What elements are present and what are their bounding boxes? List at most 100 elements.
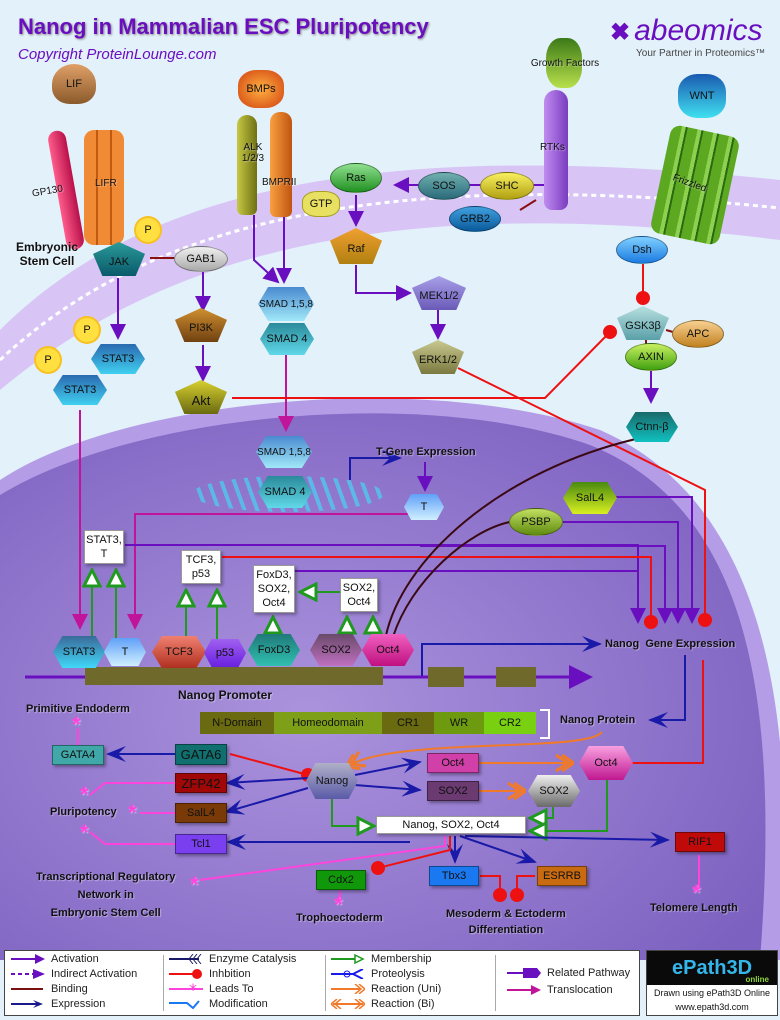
leads-to-icon: * <box>72 712 81 737</box>
receptor-rtks[interactable] <box>544 90 568 210</box>
target-sall4[interactable]: SalL4 <box>175 803 227 823</box>
node-sos[interactable]: SOS <box>418 172 470 200</box>
node-grb2[interactable]: GRB2 <box>449 206 501 232</box>
copyright-text: Copyright ProteinLounge.com <box>18 46 217 63</box>
inhibition-dot-icon <box>169 969 202 979</box>
legend-reaction-uni: Reaction (Uni) <box>331 983 441 995</box>
modification-line-icon <box>169 1000 200 1009</box>
node-gab1[interactable]: GAB1 <box>174 246 228 272</box>
promoter-factor-p53[interactable]: p53 <box>204 639 246 667</box>
node-t-nuclear[interactable]: T <box>404 494 444 520</box>
target-rif1[interactable]: RIF1 <box>675 832 725 852</box>
nanog-promoter-label: Nanog Promoter <box>178 688 273 702</box>
node-gtp[interactable]: GTP <box>302 191 340 217</box>
ligand-bmps[interactable]: BMPs <box>238 70 284 108</box>
domain-wr[interactable]: WR <box>434 712 484 734</box>
legend-binding: Binding <box>11 983 88 995</box>
phospho-stat3-lower: P <box>36 348 60 372</box>
receptor-alk-label: ALK 1/2/3 <box>241 142 265 164</box>
legend: Activation Indirect Activation Binding E… <box>4 950 640 1016</box>
complex-stat3-t[interactable]: STAT3, T <box>84 530 124 564</box>
target-tbx3[interactable]: Tbx3 <box>429 866 479 886</box>
domain-n-domain[interactable]: N-Domain <box>200 712 274 734</box>
complex-sox2-oct4[interactable]: SOX2, Oct4 <box>340 578 378 612</box>
node-stat3-lower[interactable]: STAT3 <box>53 375 107 405</box>
nanog-promoter-region <box>85 667 383 685</box>
node-psbp[interactable]: PSBP <box>509 508 563 536</box>
target-tcl1[interactable]: Tcl1 <box>175 834 227 854</box>
legend-activation: Activation <box>11 953 99 965</box>
promoter-factor-tcf3[interactable]: TCF3 <box>152 636 206 668</box>
node-smad158[interactable]: SMAD 1,5,8 <box>258 287 314 321</box>
receptor-bmprii[interactable] <box>270 112 292 217</box>
complex-tcf3-p53[interactable]: TCF3, p53 <box>181 550 221 584</box>
outcome-pluripotency: Pluripotency <box>50 806 117 818</box>
node-apc[interactable]: APC <box>672 320 724 348</box>
node-ras[interactable]: Ras <box>330 163 382 193</box>
leads-to-icon: * <box>80 782 89 807</box>
node-nanog[interactable]: Nanog <box>306 763 358 799</box>
receptor-alk[interactable] <box>237 115 257 215</box>
node-smad4[interactable]: SMAD 4 <box>260 323 314 355</box>
target-oct4-gene[interactable]: Oct4 <box>427 753 479 773</box>
outcome-trophoectoderm: Trophoectoderm <box>296 912 383 924</box>
node-axin[interactable]: AXIN <box>625 343 677 371</box>
reaction-uni-arrow-icon <box>331 984 365 994</box>
complex-nanog-sox2-oct4[interactable]: Nanog, SOX2, Oct4 <box>376 816 526 834</box>
domain-cr1[interactable]: CR1 <box>382 712 434 734</box>
domain-cr2[interactable]: CR2 <box>484 712 536 734</box>
node-stat3-upper[interactable]: STAT3 <box>91 344 145 374</box>
ligand-lif[interactable]: LIF <box>52 64 96 104</box>
complex-foxd3-sox2-oct4[interactable]: FoxD3, SOX2, Oct4 <box>253 565 295 613</box>
node-ctnnb[interactable]: Ctnn-β <box>626 412 678 442</box>
nanog-protein-label: Nanog Protein <box>560 714 636 726</box>
indirect-activation-arrow-icon <box>11 969 45 979</box>
promoter-factor-stat3[interactable]: STAT3 <box>53 636 105 668</box>
target-esrrb[interactable]: ESRRB <box>537 866 587 886</box>
node-smad4-nuclear[interactable]: SMAD 4 <box>258 476 312 508</box>
receptor-lifr[interactable] <box>84 130 124 245</box>
ligand-growth-factors[interactable] <box>546 38 582 88</box>
epath3d-credit: Drawn using ePath3D Online <box>653 988 771 998</box>
receptor-bmprii-label: BMPRII <box>262 177 297 188</box>
activation-arrow-icon <box>11 954 45 964</box>
legend-inhibition: Inhbition <box>169 968 251 980</box>
promoter-factor-oct4[interactable]: Oct4 <box>362 634 414 666</box>
target-gata4[interactable]: GATA4 <box>52 745 104 765</box>
nucleus <box>0 413 766 960</box>
target-zfp42[interactable]: ZFP42 <box>175 773 227 793</box>
enzyme-catalysis-arrow-icon <box>169 954 202 964</box>
proteolysis-scissors-icon <box>331 969 364 979</box>
abeomics-mark-icon: ✖ <box>610 19 631 46</box>
receptor-lifr-label: LIFR <box>95 178 117 189</box>
promoter-factor-foxd3[interactable]: FoxD3 <box>248 634 300 666</box>
target-cdx2[interactable]: Cdx2 <box>316 870 366 890</box>
legend-indirect-activation: Indirect Activation <box>11 968 137 980</box>
protein-oct4[interactable]: Oct4 <box>579 746 633 780</box>
promoter-factor-t[interactable]: T <box>104 638 146 666</box>
domain-homeodomain[interactable]: Homeodomain <box>274 712 382 734</box>
node-dsh[interactable]: Dsh <box>616 236 668 264</box>
node-sall4-upper[interactable]: SalL4 <box>563 482 617 514</box>
node-shc[interactable]: SHC <box>480 172 534 200</box>
phospho-jak: P <box>136 218 160 242</box>
outcome-transcriptional-network: Transcriptional Regulatory Network in Em… <box>36 871 176 919</box>
target-gata6[interactable]: GATA6 <box>175 744 227 765</box>
legend-membership: Membership <box>331 953 432 965</box>
node-smad158-nuclear[interactable]: SMAD 1,5,8 <box>256 436 312 468</box>
protein-bracket <box>540 709 550 739</box>
target-sox2-gene[interactable]: SOX2 <box>427 781 479 801</box>
promoter-factor-sox2[interactable]: SOX2 <box>310 634 362 666</box>
legend-expression: Expression <box>11 998 105 1010</box>
legend-translocation: Translocation <box>507 984 613 996</box>
brand-tagline: Your Partner in Proteomics™ <box>636 48 766 59</box>
outcome-telomere-length: Telomere Length <box>650 902 738 914</box>
translocation-arrow-icon <box>507 985 541 995</box>
ligand-wnt[interactable]: WNT <box>678 74 726 118</box>
epath3d-url[interactable]: www.epath3d.com <box>675 1002 749 1012</box>
ligand-growth-factors-label: Growth Factors <box>530 58 600 69</box>
abeomics-logo: ✖abeomics <box>610 14 763 48</box>
protein-sox2[interactable]: SOX2 <box>528 775 580 807</box>
leads-to-icon: * <box>190 872 199 897</box>
